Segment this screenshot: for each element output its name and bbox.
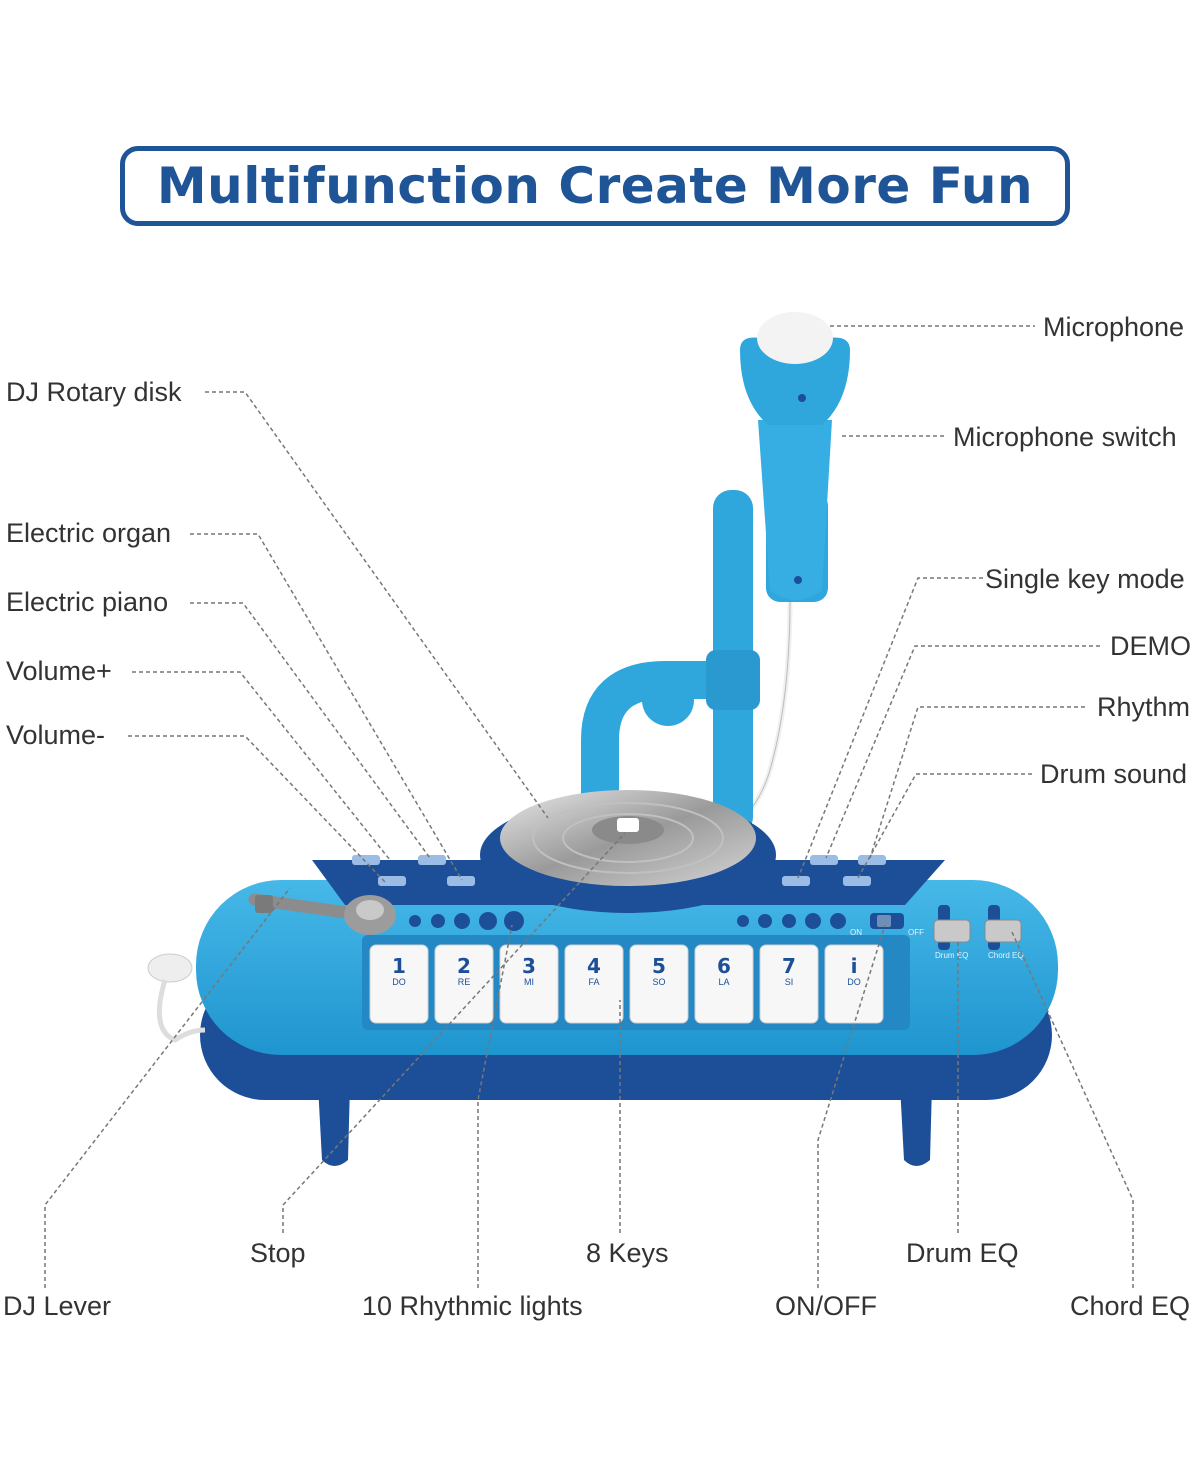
callout-chord-eq: Chord EQ (1070, 1291, 1191, 1321)
key-number: 5 (652, 954, 666, 978)
left-leg (318, 1085, 350, 1166)
btn-drum-sound (843, 876, 871, 886)
key-note: FA (588, 977, 599, 987)
side-plug (147, 953, 193, 983)
key-note: MI (524, 977, 534, 987)
leader-volume-plus (132, 671, 391, 861)
btn-rhythm (858, 855, 886, 865)
key-number: 2 (457, 954, 471, 978)
key-number: 6 (717, 954, 731, 978)
key-note: SI (785, 977, 794, 987)
dj-lever-arm (248, 893, 368, 921)
key-number: 4 (587, 954, 601, 978)
piano-key[interactable] (824, 944, 884, 1024)
callout-dj-lever: DJ Lever (3, 1291, 112, 1321)
rhythm-lights (409, 911, 846, 931)
leader-lines (44, 325, 1134, 1288)
piano-key[interactable] (629, 944, 689, 1024)
btn-volume-minus (378, 876, 406, 886)
callout-electric-organ: Electric organ (6, 518, 172, 548)
leader-stop (282, 832, 626, 1233)
chord-eq-panel-label: Chord EQ (988, 951, 1024, 960)
btn-demo (810, 855, 838, 865)
banner-title: Multifunction Create More Fun (156, 157, 1034, 215)
callout-volume-minus: Volume- (6, 720, 106, 750)
piano-key[interactable] (759, 944, 819, 1024)
callout-microphone-switch: Microphone switch (953, 422, 1177, 452)
piano-key[interactable] (434, 944, 494, 1024)
btn-volume-plus (352, 855, 380, 865)
title-banner: Multifunction Create More Fun (120, 146, 1070, 226)
microphone-handle (758, 420, 832, 600)
key-note: RE (458, 977, 471, 987)
off-label: OFF (908, 928, 924, 937)
piano-key[interactable] (694, 944, 754, 1024)
btn-electric-organ (447, 876, 475, 886)
on-label: ON (850, 928, 862, 937)
key-number: 7 (782, 954, 796, 978)
callout-on-off: ON/OFF (775, 1291, 877, 1321)
callout-eight-keys: 8 Keys (586, 1238, 669, 1268)
callout-electric-piano: Electric piano (6, 587, 169, 617)
callout-drum-eq: Drum EQ (906, 1238, 1019, 1268)
chord-eq-slider (984, 919, 1022, 943)
callout-volume-plus: Volume+ (6, 656, 112, 686)
callout-demo: DEMO (1110, 631, 1191, 661)
callout-dj-rotary-disk: DJ Rotary disk (6, 377, 182, 407)
key-number: i (851, 954, 858, 978)
leader-dj-rotary-disk (205, 391, 549, 819)
callout-microphone: Microphone (1043, 312, 1185, 342)
leader-electric-piano (190, 602, 431, 859)
right-leg (900, 1085, 932, 1166)
leader-drum-sound (857, 773, 1032, 879)
leader-on-off (817, 924, 886, 1288)
piano-key[interactable] (499, 944, 559, 1024)
key-number: 3 (522, 954, 536, 978)
drum-eq-slider (933, 919, 971, 943)
btn-single-key-mode (782, 876, 810, 886)
drum-eq-panel-label: Drum EQ (935, 951, 968, 960)
key-number: 1 (392, 954, 406, 978)
piano-key[interactable] (369, 944, 429, 1024)
callout-stop: Stop (250, 1238, 306, 1268)
btn-electric-piano (418, 855, 446, 865)
leader-volume-minus (128, 735, 386, 883)
key-note: DO (847, 977, 861, 987)
key-note: LA (718, 977, 729, 987)
leader-single-key-mode (797, 577, 983, 879)
leader-chord-eq (1011, 931, 1134, 1288)
callout-drum-sound: Drum sound (1040, 759, 1188, 789)
leader-dj-lever (44, 887, 291, 1288)
leader-demo (825, 645, 1100, 859)
leader-electric-organ (190, 533, 463, 881)
microphone-head (740, 337, 850, 425)
key-note: SO (652, 977, 665, 987)
callout-rhythm: Rhythm (1097, 692, 1191, 722)
piano-key[interactable] (564, 944, 624, 1024)
callout-rhythmic-lights: 10 Rhythmic lights (362, 1291, 583, 1321)
callout-single-key-mode: Single key mode (985, 564, 1185, 594)
key-note: DO (392, 977, 406, 987)
microphone-light (757, 312, 833, 364)
